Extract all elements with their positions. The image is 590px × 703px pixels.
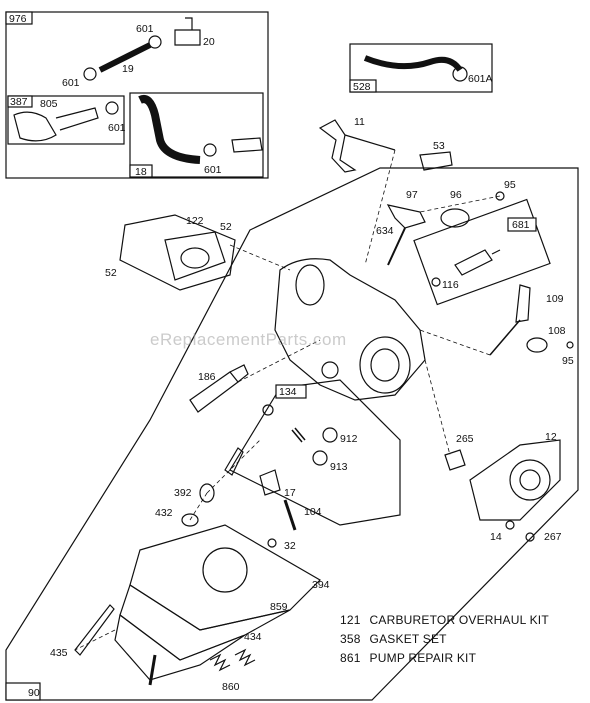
- watermark: eReplacementParts.com: [150, 330, 347, 349]
- legend-text: GASKET SET: [369, 632, 447, 646]
- part-label-265: 265: [456, 433, 474, 445]
- part-label-116: 116: [442, 279, 459, 291]
- kit-box-18: [129, 92, 264, 178]
- part-label-20: 20: [203, 36, 215, 48]
- part-label-267: 267: [544, 531, 562, 543]
- screw-435: [74, 604, 115, 656]
- springs-860: [209, 648, 256, 672]
- legend-row: 121 CARBURETOR OVERHAUL KIT: [340, 611, 580, 630]
- part-label-634: 634: [376, 225, 394, 237]
- part-label-432: 432: [155, 507, 173, 519]
- part-label-19: 19: [122, 63, 134, 75]
- part-label-109: 109: [546, 293, 564, 305]
- choke-plate-108: [526, 337, 548, 353]
- kit-box-387: [7, 95, 125, 145]
- legend-number: 121: [340, 613, 361, 627]
- part-label-95: 95: [562, 355, 574, 367]
- part-label-32: 32: [284, 540, 296, 552]
- part-label-12: 12: [545, 431, 557, 443]
- box-label-681: 681: [512, 219, 530, 231]
- shutoff-valve-20: [174, 17, 201, 46]
- pump-body-859: [119, 584, 291, 661]
- carburetor-body: [274, 258, 426, 401]
- kit-box-134: [229, 379, 401, 526]
- part-label-186: 186: [198, 371, 216, 383]
- part-label-435: 435: [50, 647, 68, 659]
- idle-screw-53: [419, 151, 453, 171]
- gasket-265: [444, 449, 466, 471]
- part-label-104: 104: [304, 506, 322, 518]
- part-label-14: 14: [490, 531, 502, 543]
- fuel-filter-805: [13, 111, 57, 142]
- throttle-link-11: [318, 119, 357, 173]
- part-label-122: 122: [186, 215, 204, 227]
- part-label-434: 434: [244, 631, 262, 643]
- gasket-52: [119, 214, 236, 291]
- needle-valve-681: [454, 249, 501, 276]
- part-label-52: 52: [220, 221, 232, 233]
- fuel-line-18: [138, 95, 201, 164]
- legend-number: 358: [340, 632, 361, 646]
- part-label-53: 53: [433, 140, 445, 152]
- part-label-392: 392: [174, 487, 192, 499]
- kit-box-681: [413, 198, 551, 306]
- part-label-860: 860: [222, 681, 240, 693]
- part-label-52: 52: [105, 267, 117, 279]
- choke-shaft-109: [515, 284, 531, 323]
- part-label-859: 859: [270, 601, 288, 613]
- legend-text: CARBURETOR OVERHAUL KIT: [369, 613, 549, 627]
- kit-box-528: [349, 43, 493, 93]
- kit-legend: 121 CARBURETOR OVERHAUL KIT 358 GASKET S…: [340, 611, 580, 668]
- legend-text: PUMP REPAIR KIT: [369, 651, 477, 665]
- part-label-95: 95: [504, 179, 516, 191]
- throttle-plate-96: [440, 208, 470, 228]
- part-label-601A: 601A: [468, 73, 493, 85]
- part-label-912: 912: [340, 433, 358, 445]
- part-label-108: 108: [548, 325, 566, 337]
- part-label-394: 394: [312, 579, 330, 591]
- box-label-134: 134: [279, 386, 297, 398]
- carburetor-flange: [359, 336, 411, 394]
- part-label-601: 601: [204, 164, 222, 176]
- pump-base-434: [114, 613, 246, 681]
- air-cleaner-cover-12: [469, 439, 561, 521]
- part-label-601: 601: [108, 122, 126, 134]
- legend-number: 861: [340, 651, 361, 665]
- box-label-387: 387: [10, 96, 28, 108]
- part-label-11: 11: [354, 116, 365, 128]
- legend-row: 358 GASKET SET: [340, 630, 580, 649]
- part-label-96: 96: [450, 189, 462, 201]
- box-label-90: 90: [28, 687, 40, 699]
- fuel-line-528: [363, 55, 463, 72]
- legend-row: 861 PUMP REPAIR KIT: [340, 649, 580, 668]
- part-label-913: 913: [330, 461, 348, 473]
- clamp-601: [148, 35, 162, 49]
- part-label-601: 601: [62, 77, 80, 89]
- part-label-805: 805: [40, 98, 58, 110]
- kit-box-976: [5, 11, 269, 179]
- part-label-97: 97: [406, 189, 418, 201]
- fuel-line-19: [98, 42, 152, 73]
- carburetor-boundary: [5, 167, 579, 701]
- box-label-976: 976: [9, 13, 27, 25]
- part-label-601: 601: [136, 23, 154, 35]
- part-label-17: 17: [284, 487, 296, 499]
- box-label-528: 528: [353, 81, 371, 93]
- box-label-18: 18: [135, 166, 147, 178]
- throttle-shaft-97: [386, 204, 426, 229]
